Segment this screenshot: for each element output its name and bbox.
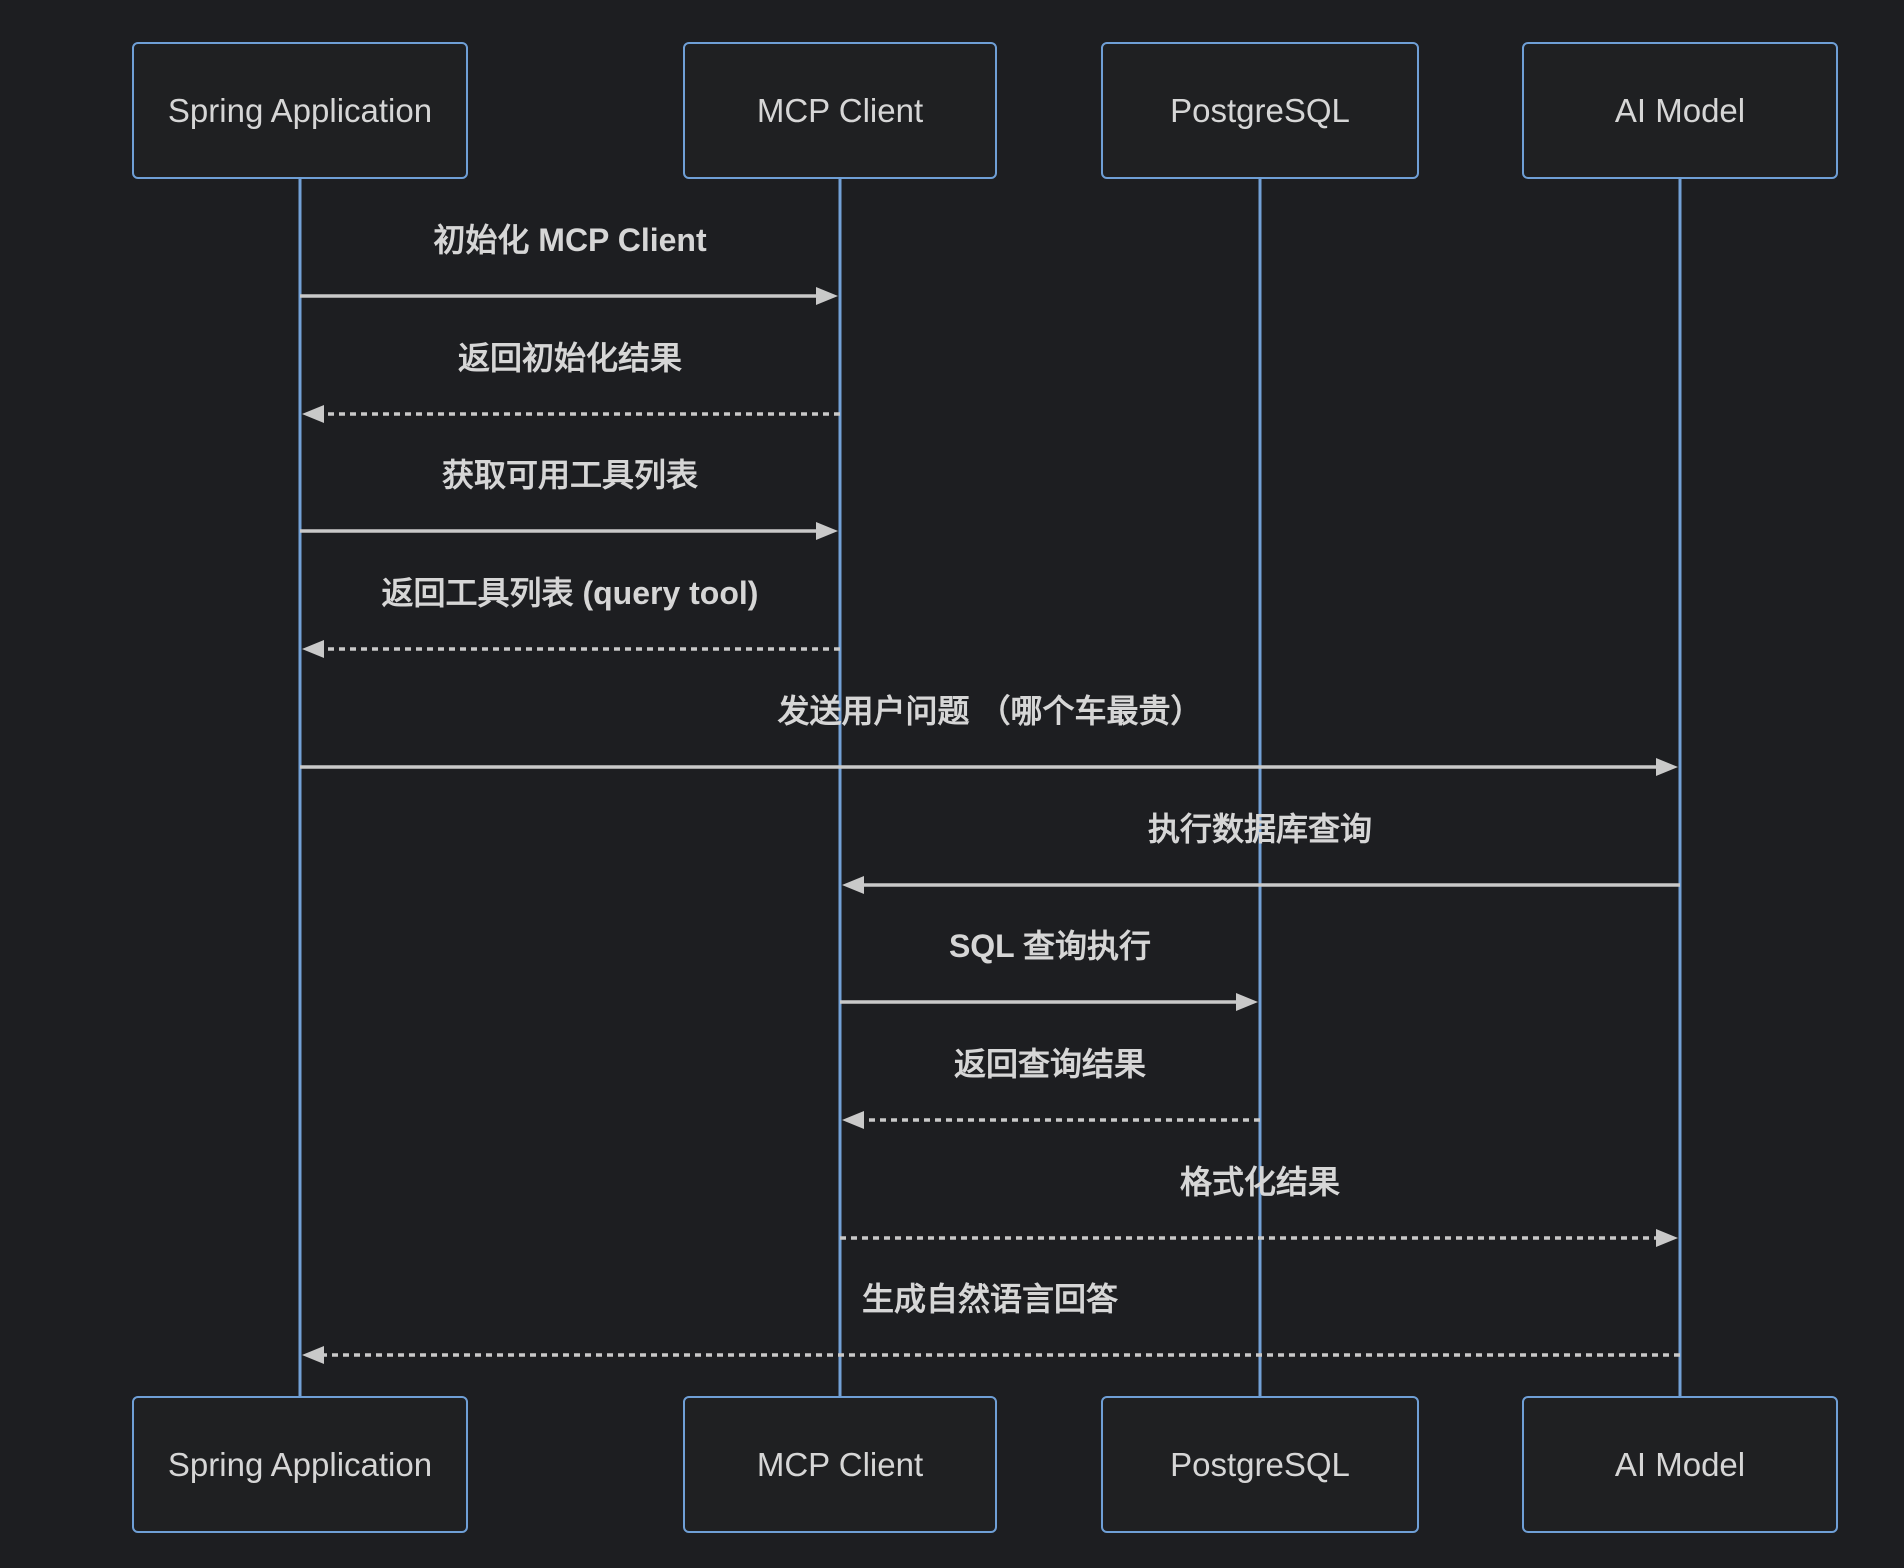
actor-label-bottom-ai: AI Model — [1615, 1446, 1745, 1483]
message-arrowhead-5 — [1656, 758, 1678, 776]
message-arrowhead-7 — [1236, 993, 1258, 1011]
message-arrowhead-2 — [302, 405, 324, 423]
message-arrowhead-3 — [816, 522, 838, 540]
message-arrowhead-10 — [302, 1346, 324, 1364]
message-label-10: 生成自然语言回答 — [862, 1281, 1119, 1317]
actor-label-top-mcp: MCP Client — [757, 92, 923, 129]
actor-box-top-spring — [132, 42, 468, 179]
message-label-3: 获取可用工具列表 — [442, 457, 698, 493]
message-label-1: 初始化 MCP Client — [433, 222, 707, 258]
message-label-6: 执行数据库查询 — [1148, 811, 1372, 847]
actor-box-bottom-spring — [132, 1396, 468, 1533]
message-arrowhead-8 — [842, 1111, 864, 1129]
message-arrowhead-6 — [842, 876, 864, 894]
actor-box-top-postgres — [1101, 42, 1419, 179]
actor-label-bottom-mcp: MCP Client — [757, 1446, 923, 1483]
actor-box-bottom-mcp — [683, 1396, 997, 1533]
message-arrowhead-9 — [1656, 1229, 1678, 1247]
message-label-4: 返回工具列表 (query tool) — [382, 575, 759, 611]
actor-label-bottom-spring: Spring Application — [168, 1446, 432, 1483]
actor-box-top-ai — [1522, 42, 1838, 179]
message-label-5: 发送用户问题 （哪个车最贵） — [778, 693, 1203, 729]
actor-label-bottom-postgres: PostgreSQL — [1170, 1446, 1350, 1483]
message-arrowhead-4 — [302, 640, 324, 658]
message-label-8: 返回查询结果 — [954, 1046, 1146, 1082]
message-label-7: SQL 查询执行 — [949, 928, 1151, 964]
message-label-9: 格式化结果 — [1180, 1164, 1340, 1200]
actor-box-top-mcp — [683, 42, 997, 179]
actor-box-bottom-postgres — [1101, 1396, 1419, 1533]
message-label-2: 返回初始化结果 — [458, 340, 682, 376]
actor-box-bottom-ai — [1522, 1396, 1838, 1533]
message-arrowhead-1 — [816, 287, 838, 305]
actor-label-top-spring: Spring Application — [168, 92, 432, 129]
actor-label-top-ai: AI Model — [1615, 92, 1745, 129]
actor-label-top-postgres: PostgreSQL — [1170, 92, 1350, 129]
